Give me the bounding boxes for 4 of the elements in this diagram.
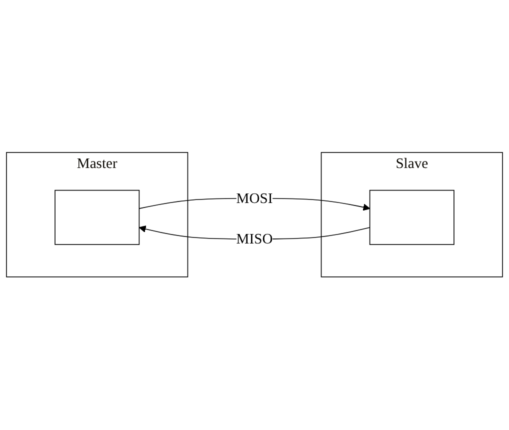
cluster bbox=[6, 152, 188, 278]
cluster bbox=[320, 152, 503, 278]
node-box bbox=[369, 190, 454, 246]
node-box bbox=[54, 190, 140, 246]
